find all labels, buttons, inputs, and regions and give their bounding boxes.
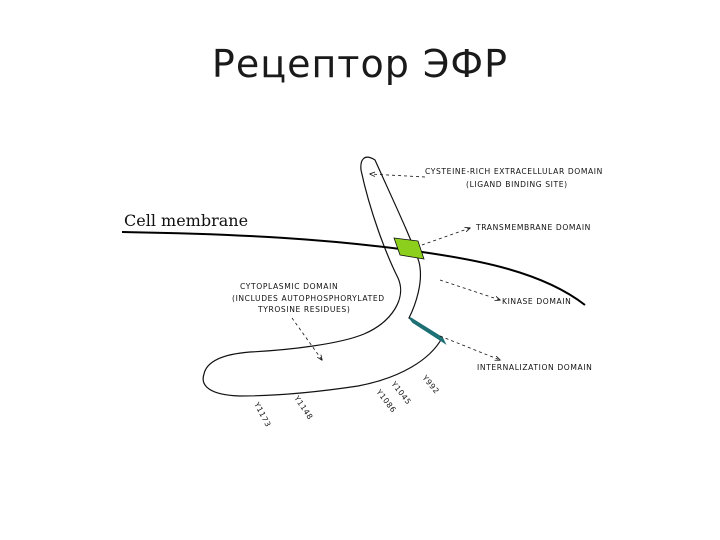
- cytoplasmic-label-line2: (INCLUDES AUTOPHOSPHORYLATED: [232, 294, 385, 303]
- extracellular-label-line2: (LIGAND BINDING SITE): [466, 180, 568, 189]
- tyrosine-y1148: Y1148: [292, 393, 315, 421]
- kinase-arrow: [440, 280, 500, 300]
- receptor-outline: [203, 157, 442, 396]
- cytoplasmic-label-line1: CYTOPLASMIC DOMAIN: [240, 282, 338, 291]
- internalization-label: INTERNALIZATION DOMAIN: [477, 363, 592, 372]
- tyrosine-y992: Y992: [420, 373, 441, 396]
- internalization-arrow: [440, 336, 500, 360]
- cytoplasmic-label-line3: TYROSINE RESIDUES): [257, 305, 350, 314]
- transmembrane-label: TRANSMEMBRANE DOMAIN: [475, 223, 591, 232]
- cell-membrane-label: Cell membrane: [124, 211, 248, 230]
- transmembrane-arrow: [419, 228, 470, 246]
- tyrosine-y1173: Y1173: [252, 400, 273, 429]
- kinase-label: KINASE DOMAIN: [502, 297, 571, 306]
- extracellular-label-line1: CYSTEINE-RICH EXTRACELLULAR DOMAIN: [425, 167, 603, 176]
